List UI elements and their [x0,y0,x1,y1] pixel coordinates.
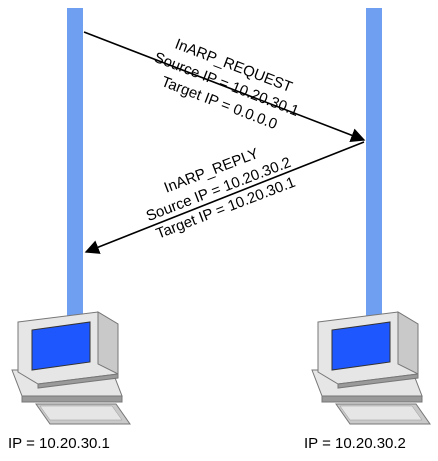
host1-ip-label: IP = 10.20.30.1 [8,435,110,452]
timeline-host2 [366,8,382,318]
computer-icon [311,311,431,425]
screen-host2 [331,321,391,371]
computer-icon [11,311,131,425]
request-label-group: InARP_REQUEST Source IP = 10.20.30.1 Tar… [152,36,301,133]
timeline-host1 [67,8,83,318]
reply-arrow [84,141,365,254]
host2-ip-label: IP = 10.20.30.2 [304,435,406,452]
reply-label-group: InARP_REPLY Source IP = 10.20.30.2 Targe… [144,145,298,243]
request-arrow [83,31,366,143]
screen-host1 [31,321,91,371]
